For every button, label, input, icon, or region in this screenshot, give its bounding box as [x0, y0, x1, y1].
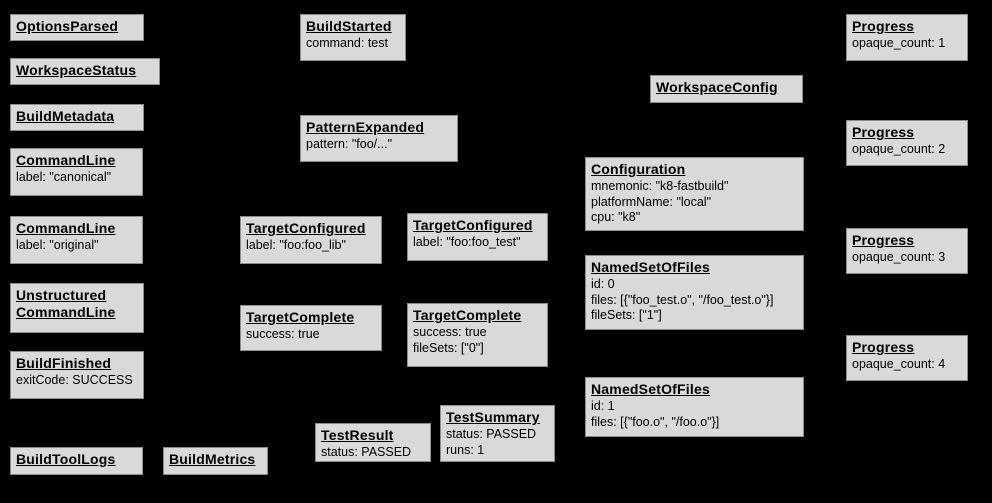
node-title: PatternExpanded [306, 119, 425, 135]
node-unstructured-command-line: Unstructured CommandLine [10, 283, 144, 333]
node-build-finished: BuildFinished exitCode: SUCCESS [10, 351, 144, 399]
node-title: Progress [852, 339, 915, 355]
node-body: opaque_count: 4 [852, 357, 946, 371]
node-body: opaque_count: 2 [852, 142, 946, 156]
node-workspace-config: WorkspaceConfig [650, 75, 803, 103]
node-options-parsed: OptionsParsed [10, 14, 144, 41]
node-title: CommandLine [16, 152, 116, 168]
node-title: Progress [852, 124, 915, 140]
node-title: WorkspaceStatus [16, 62, 137, 78]
node-title: BuildMetrics [169, 451, 256, 467]
node-progress-4: Progress opaque_count: 4 [846, 335, 968, 381]
node-build-tool-logs: BuildToolLogs [10, 447, 143, 475]
node-title: BuildMetadata [16, 108, 115, 124]
node-named-set-of-files-0: NamedSetOfFiles id: 0 files: [{"foo_test… [585, 255, 804, 330]
node-named-set-of-files-1: NamedSetOfFiles id: 1 files: [{"foo.o", … [585, 377, 804, 437]
node-pattern-expanded: PatternExpanded pattern: "foo/..." [300, 115, 458, 162]
node-title: Progress [852, 232, 915, 248]
node-body: id: 1 files: [{"foo.o", "/foo.o"}] [591, 399, 720, 429]
node-body: label: "canonical" [16, 170, 112, 184]
node-title: TargetComplete [413, 307, 522, 323]
node-title: NamedSetOfFiles [591, 381, 710, 397]
node-build-metadata: BuildMetadata [10, 104, 144, 131]
node-title: NamedSetOfFiles [591, 259, 710, 275]
node-progress-1: Progress opaque_count: 1 [846, 14, 968, 61]
node-build-started: BuildStarted command: test [300, 14, 406, 61]
node-title: WorkspaceConfig [656, 79, 778, 95]
node-title: TargetComplete [246, 309, 355, 325]
node-body: status: PASSED [321, 445, 412, 459]
node-body: exitCode: SUCCESS [16, 373, 133, 387]
node-title: TestResult [321, 427, 394, 443]
node-target-configured-foo-lib: TargetConfigured label: "foo:foo_lib" [240, 216, 382, 264]
node-body: pattern: "foo/..." [306, 137, 393, 151]
node-title: TargetConfigured [413, 217, 533, 233]
node-target-complete-foo-test: TargetComplete success: true fileSets: [… [407, 303, 548, 367]
node-workspace-status: WorkspaceStatus [10, 58, 160, 85]
node-body: success: true fileSets: ["0"] [413, 325, 487, 355]
node-body: success: true [246, 327, 320, 341]
node-progress-2: Progress opaque_count: 2 [846, 120, 968, 166]
node-title: TestSummary [446, 409, 540, 425]
node-title: Unstructured CommandLine [16, 287, 116, 320]
node-body: label: "foo:foo_lib" [246, 238, 346, 252]
node-body: opaque_count: 3 [852, 250, 946, 264]
node-test-summary: TestSummary status: PASSED runs: 1 [440, 405, 555, 462]
node-target-complete-foo-lib: TargetComplete success: true [240, 305, 382, 351]
node-title: BuildStarted [306, 18, 392, 34]
node-body: command: test [306, 36, 388, 50]
node-test-result: TestResult status: PASSED [315, 423, 431, 462]
node-command-line-original: CommandLine label: "original" [10, 216, 143, 264]
node-target-configured-foo-test: TargetConfigured label: "foo:foo_test" [407, 213, 548, 261]
node-title: CommandLine [16, 220, 116, 236]
node-title: BuildFinished [16, 355, 112, 371]
node-progress-3: Progress opaque_count: 3 [846, 228, 968, 274]
node-body: label: "foo:foo_test" [413, 235, 521, 249]
node-body: status: PASSED runs: 1 [446, 427, 537, 457]
node-build-metrics: BuildMetrics [163, 447, 268, 475]
node-configuration: Configuration mnemonic: "k8-fastbuild" p… [585, 157, 804, 231]
node-title: BuildToolLogs [16, 451, 116, 467]
node-title: Progress [852, 18, 915, 34]
node-body: id: 0 files: [{"foo_test.o", "/foo_test.… [591, 277, 774, 322]
node-title: OptionsParsed [16, 18, 119, 34]
node-title: Configuration [591, 161, 686, 177]
node-command-line-canonical: CommandLine label: "canonical" [10, 148, 143, 196]
node-body: mnemonic: "k8-fastbuild" platformName: "… [591, 179, 729, 224]
node-title: TargetConfigured [246, 220, 366, 236]
node-body: label: "original" [16, 238, 99, 252]
node-body: opaque_count: 1 [852, 36, 946, 50]
